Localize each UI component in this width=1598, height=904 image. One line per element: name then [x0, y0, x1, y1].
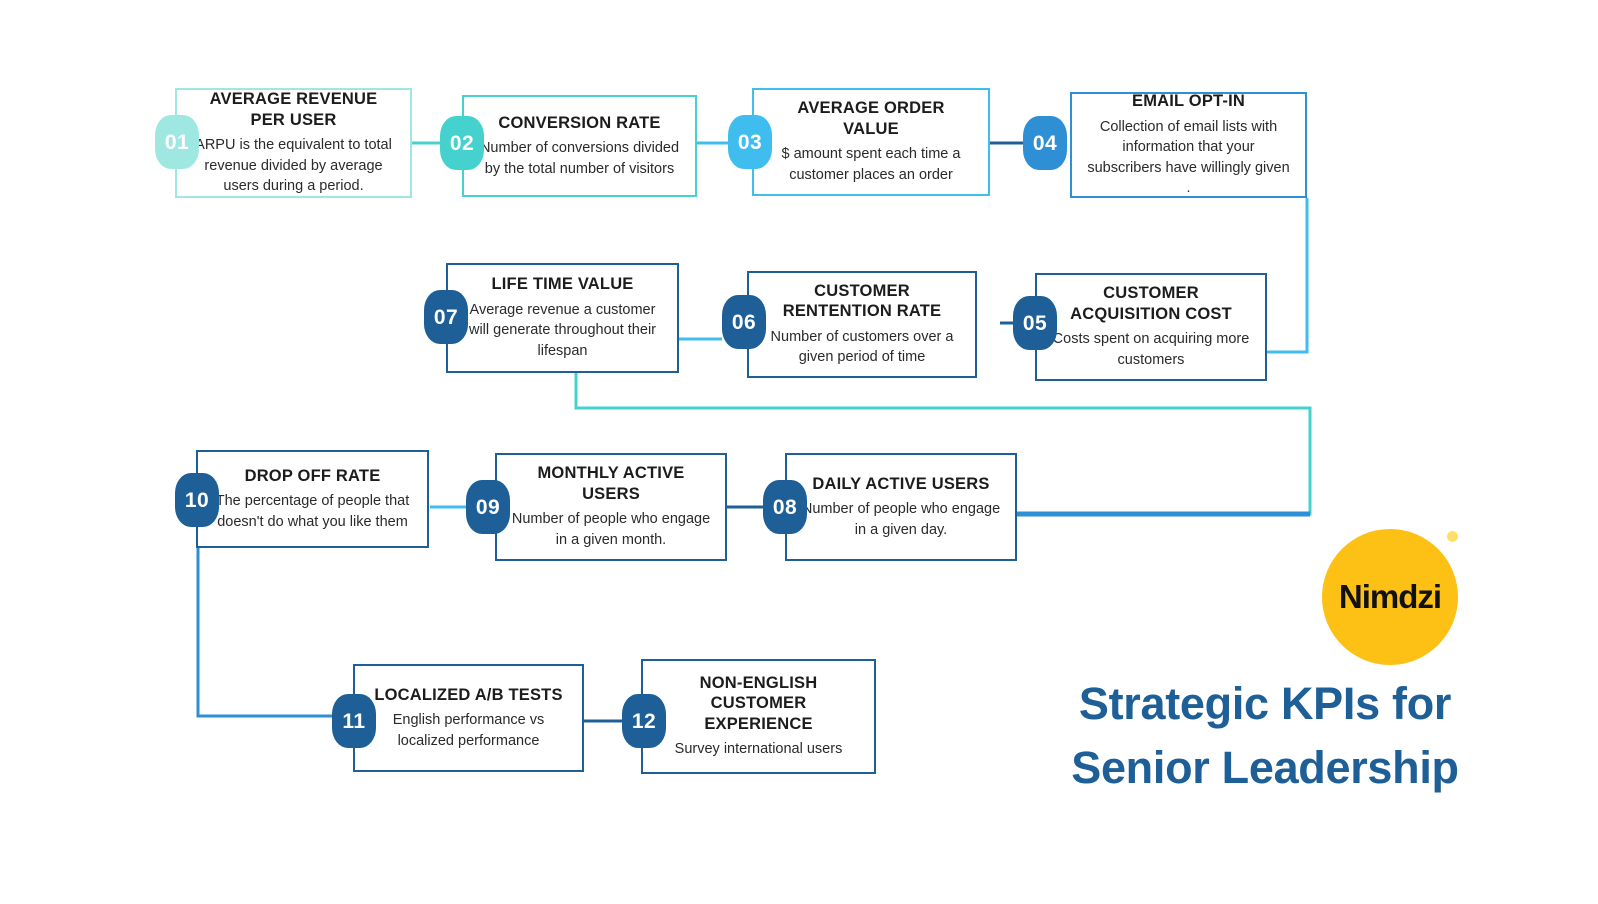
kpi-description: $ amount spent each time a customer plac…: [781, 146, 961, 183]
kpi-badge-07[interactable]: 07: [424, 290, 468, 344]
kpi-badge-05[interactable]: 05: [1013, 296, 1057, 350]
kpi-badge-number: 07: [433, 305, 459, 329]
kpi-description: Number of people who engage in a given d…: [801, 501, 1001, 538]
kpi-card-02[interactable]: CONVERSION RATE Number of conversions di…: [462, 95, 697, 197]
kpi-card-11[interactable]: LOCALIZED A/B TESTS English performance …: [353, 664, 584, 772]
kpi-title: NON-ENGLISH CUSTOMER EXPERIENCE: [699, 674, 818, 733]
kpi-title: CONVERSION RATE: [498, 113, 661, 132]
kpi-badge-10[interactable]: 10: [175, 473, 219, 527]
connector-10-11: [196, 548, 333, 718]
nimdzi-logo: Nimdzi: [1322, 529, 1458, 665]
kpi-title: EMAIL OPT-IN: [1131, 92, 1246, 111]
kpi-badge-01[interactable]: 01: [155, 115, 199, 169]
kpi-badge-number: 06: [731, 310, 757, 334]
kpi-badge-number: 01: [164, 130, 190, 154]
kpi-card-12[interactable]: NON-ENGLISH CUSTOMER EXPERIENCE Survey i…: [641, 659, 876, 774]
page-title: Strategic KPIs for Senior Leadership: [1020, 672, 1510, 800]
kpi-card-09[interactable]: MONTHLY ACTIVE USERS Number of people wh…: [495, 453, 727, 561]
kpi-card-05[interactable]: CUSTOMER ACQUISITION COST Costs spent on…: [1035, 273, 1267, 381]
kpi-card-04[interactable]: EMAIL OPT-IN Collection of email lists w…: [1070, 92, 1307, 198]
kpi-description: ARPU is the equivalent to total revenue …: [195, 137, 392, 195]
kpi-card-01[interactable]: AVERAGE REVENUE PER USER ARPU is the equ…: [175, 88, 412, 198]
connector-04-05: [1267, 198, 1309, 354]
kpi-badge-number: 10: [184, 488, 210, 512]
kpi-description: English performance vs localized perform…: [392, 712, 545, 749]
kpi-description: Number of conversions divided by the tot…: [479, 140, 680, 177]
kpi-title: DAILY ACTIVE USERS: [812, 474, 990, 493]
kpi-title: AVERAGE ORDER VALUE: [797, 99, 945, 138]
kpi-description: Collection of email lists with informati…: [1087, 118, 1290, 197]
kpi-badge-number: 08: [772, 495, 798, 519]
kpi-title: CUSTOMER RENTENTION RATE: [782, 281, 942, 321]
logo-dot-icon: [1447, 531, 1458, 542]
kpi-card-03[interactable]: AVERAGE ORDER VALUE $ amount spent each …: [752, 88, 990, 196]
kpi-badge-03[interactable]: 03: [728, 115, 772, 169]
kpi-badge-number: 12: [631, 709, 657, 733]
kpi-title: LOCALIZED A/B TESTS: [374, 685, 563, 704]
kpi-badge-12[interactable]: 12: [622, 694, 666, 748]
kpi-badge-number: 05: [1022, 311, 1048, 335]
kpi-badge-number: 02: [449, 131, 475, 155]
kpi-badge-02[interactable]: 02: [440, 116, 484, 170]
kpi-badge-09[interactable]: 09: [466, 480, 510, 534]
kpi-description: Number of people who engage in a given m…: [511, 511, 711, 548]
kpi-badge-number: 09: [475, 495, 501, 519]
kpi-badge-number: 04: [1032, 131, 1058, 155]
kpi-badge-08[interactable]: 08: [763, 480, 807, 534]
kpi-badge-number: 03: [737, 130, 763, 154]
kpi-title: AVERAGE REVENUE PER USER: [209, 90, 378, 129]
page-title-line-2: Senior Leadership: [1071, 741, 1459, 793]
kpi-badge-04[interactable]: 04: [1023, 116, 1067, 170]
kpi-description: The percentage of people that doesn't do…: [215, 493, 410, 530]
kpi-badge-06[interactable]: 06: [722, 295, 766, 349]
page-title-line-1: Strategic KPIs for: [1078, 678, 1452, 729]
nimdzi-logo-text: Nimdzi: [1338, 578, 1442, 615]
kpi-title: MONTHLY ACTIVE USERS: [537, 464, 685, 503]
kpi-title: CUSTOMER ACQUISITION COST: [1070, 284, 1232, 323]
kpi-card-10[interactable]: DROP OFF RATE The percentage of people t…: [196, 450, 429, 548]
kpi-title: LIFE TIME VALUE: [491, 275, 634, 294]
kpi-card-08[interactable]: DAILY ACTIVE USERS Number of people who …: [785, 453, 1017, 561]
kpi-badge-number: 11: [342, 709, 366, 733]
kpi-card-07[interactable]: LIFE TIME VALUE Average revenue a custom…: [446, 263, 679, 373]
kpi-description: Number of customers over a given period …: [770, 328, 954, 366]
kpi-description: Survey international users: [674, 741, 843, 758]
kpi-description: Costs spent on acquiring more customers: [1052, 331, 1250, 368]
kpi-badge-11[interactable]: 11: [332, 694, 376, 748]
kpi-card-06[interactable]: CUSTOMER RENTENTION RATE Number of custo…: [747, 271, 977, 378]
kpi-title: DROP OFF RATE: [244, 466, 381, 485]
kpi-description: Average revenue a customer will generate…: [468, 301, 656, 360]
